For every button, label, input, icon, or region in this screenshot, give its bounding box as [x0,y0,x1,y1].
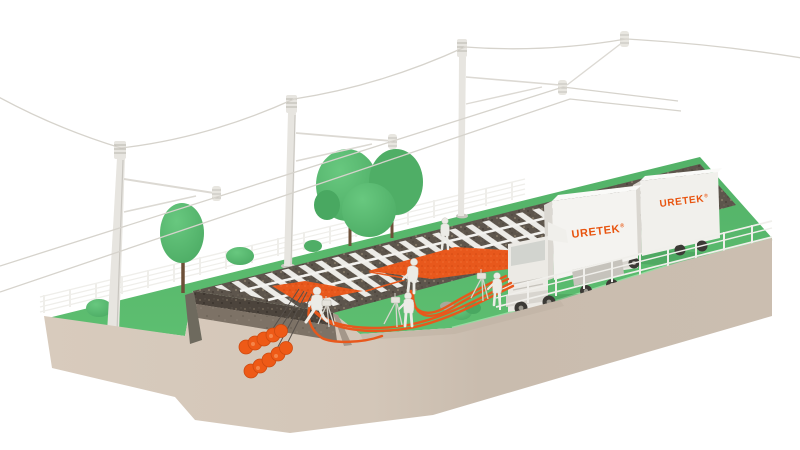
catenary-pole-1 [105,141,221,336]
span-wire [120,98,295,149]
front-guardrail [495,220,773,310]
bush [226,247,254,265]
tree-canopy [342,183,396,237]
span-wire [0,96,122,149]
lance-line [369,271,405,279]
bush [86,299,112,317]
cut-subsoil-band [196,304,337,341]
worker-far-side [440,217,450,251]
catenary-pole-2 [281,95,397,269]
workers [304,217,503,328]
injection-hoses [307,271,515,344]
hose-to-lance [411,277,510,317]
truck-logo: URETEK® [571,222,626,241]
vegetation [86,149,423,317]
truck-logo: URETEK® [659,192,710,210]
survey-tripod-3 [470,269,489,302]
span-wire [464,38,627,50]
lance-line [365,279,405,292]
catenary-wire [0,86,679,267]
worker-hose-handler [304,286,329,324]
span-wire [625,38,800,59]
cut-right-wall-shadow [333,313,352,346]
worker-injecting [401,258,419,295]
contact-wire [0,98,682,293]
survey-tripod-1 [317,296,335,328]
tree-canopy [160,203,204,263]
span-wire [293,46,466,100]
worker-observer [486,272,503,307]
survey-tripods [317,269,489,328]
overhead-wires [0,38,800,293]
resin-column-2 [243,341,293,379]
hose-to-worker [308,281,513,330]
survey-tripod-2 [383,293,403,328]
cut-left-wall-shadow [185,292,202,344]
tree-canopy [314,190,340,220]
cut-ballast-band [193,291,335,326]
bush [304,240,322,252]
worker-at-tripod [397,292,415,328]
resin-column-1 [238,324,288,355]
